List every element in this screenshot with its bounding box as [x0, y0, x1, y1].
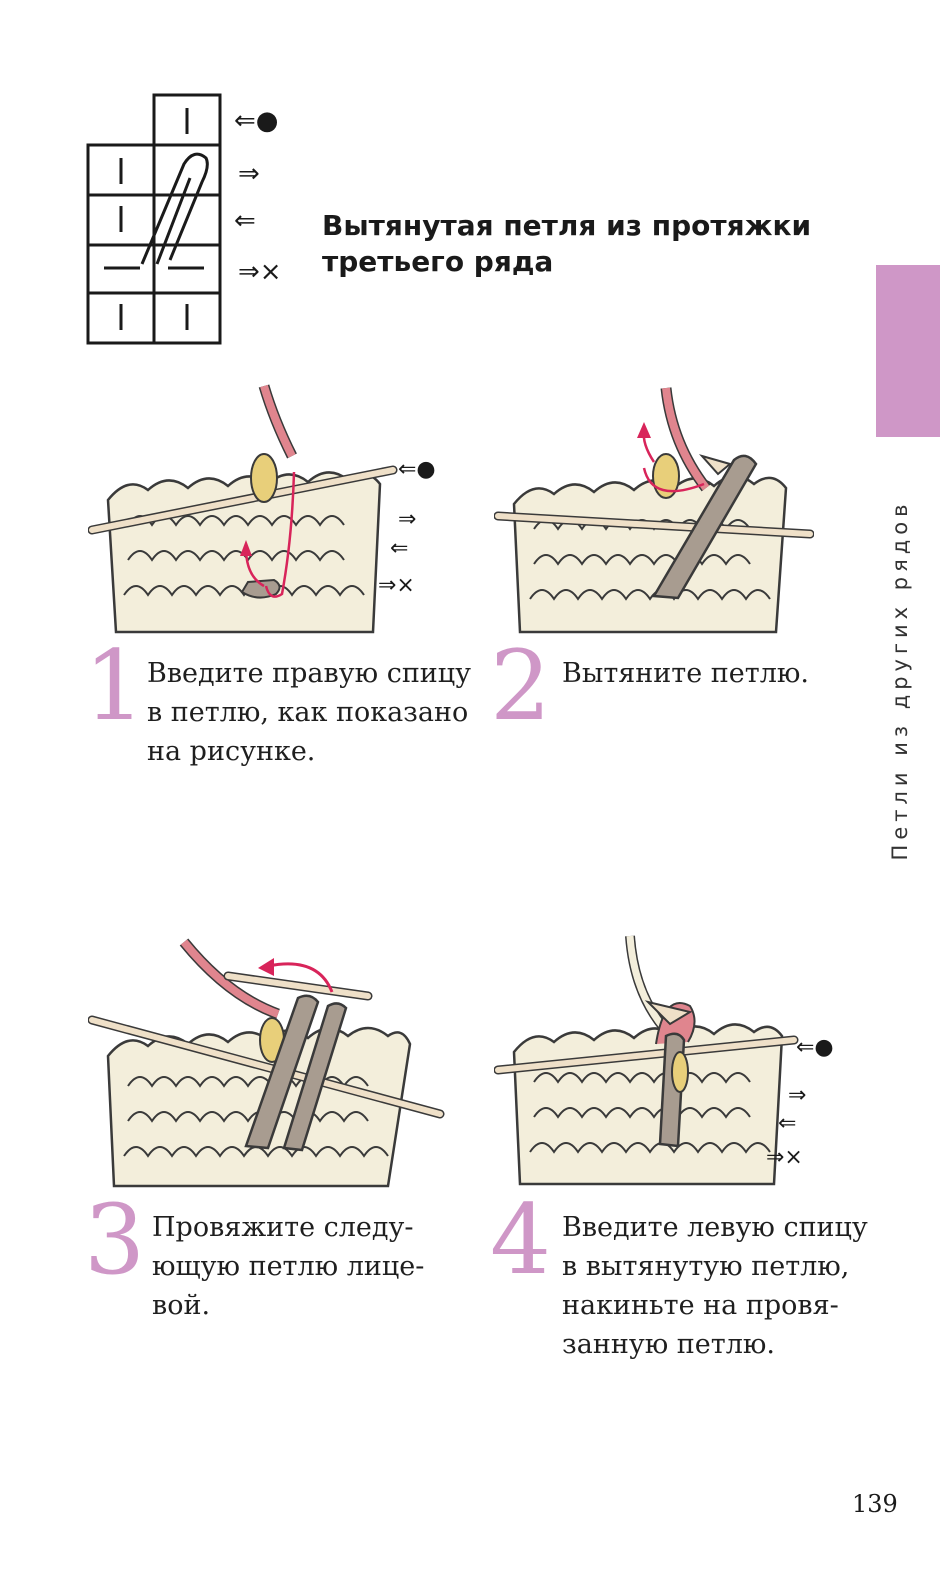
step1-arrow-3: ⇐ [390, 536, 408, 561]
step3-text: Провяжите следу- ющую петлю лице- вой. [152, 1212, 425, 1321]
step3-illustration [88, 938, 445, 1188]
section-tab [876, 265, 940, 437]
stitch-chart: ⇐● ⇒ ⇐ ⇒× [86, 93, 282, 345]
step4-arrow-4: ⇒× [766, 1145, 803, 1170]
step4-arrow-3: ⇐ [778, 1111, 796, 1136]
step1-illustration: ⇐● ⇒ ⇐ ⇒× [88, 384, 436, 634]
step1-arrow-2: ⇒ [398, 507, 416, 532]
step2-illustration [494, 387, 814, 634]
page-title-line2: третьего ряда [322, 245, 554, 278]
step1-number: 1 [84, 630, 146, 742]
step1-arrow-1: ⇐● [398, 457, 436, 482]
step1-arrow-4: ⇒× [378, 573, 415, 598]
step4-number: 4 [490, 1184, 552, 1296]
page-title: Вытянутая петля из протяжки третьего ряд… [322, 208, 822, 280]
legend-row2: ⇒ [238, 159, 260, 189]
step4-illustration: ⇐● ⇒ ⇐ ⇒× [494, 935, 834, 1186]
section-label: Петли из других рядов [880, 500, 920, 861]
step2-number: 2 [490, 630, 552, 742]
page-number: 139 [852, 1490, 898, 1518]
legend-row4: ⇒× [238, 257, 282, 287]
legend-row3: ⇐ [234, 206, 256, 236]
step4-arrow-2: ⇒ [788, 1083, 806, 1108]
legend-row1: ⇐● [234, 106, 278, 136]
step3-number: 3 [84, 1184, 146, 1296]
step4-text: Введите левую спицу в вытянутую петлю, н… [562, 1212, 868, 1360]
page-title-line1: Вытянутая петля из протяжки [322, 209, 812, 242]
step2-text: Вытяните петлю. [562, 658, 809, 689]
section-label-text: Петли из других рядов [888, 499, 912, 861]
step1-text: Введите правую спицу в петлю, как показа… [147, 658, 472, 767]
step4-arrow-1: ⇐● [796, 1035, 834, 1060]
